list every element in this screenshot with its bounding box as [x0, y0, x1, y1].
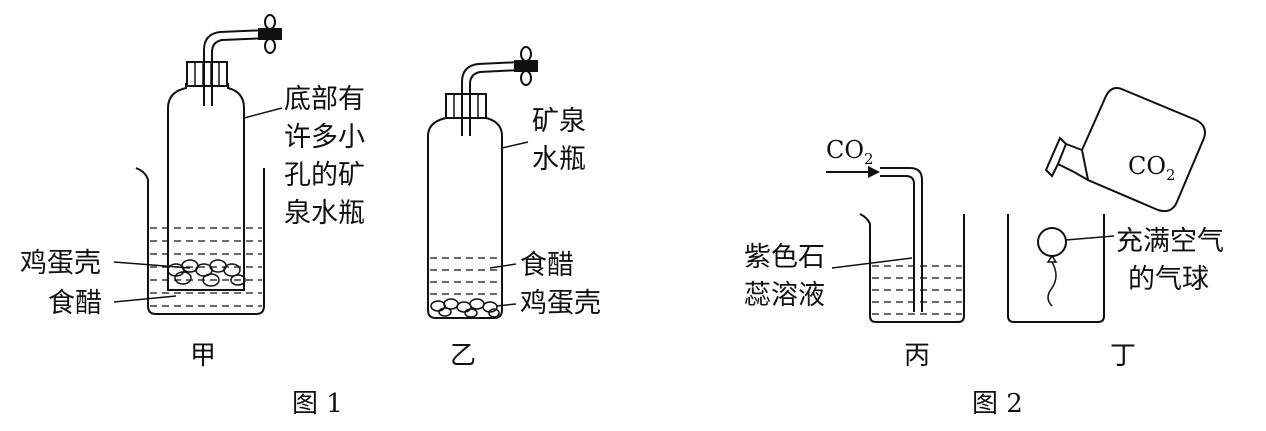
caption-ding: 丁	[1110, 341, 1136, 371]
litmus-label-line-1: 紫色石	[744, 242, 825, 273]
eggshell-label-jia: 鸡蛋壳	[20, 248, 101, 279]
balloon-label-line-1: 充满空气	[1116, 226, 1224, 257]
caption-jia: 甲	[190, 341, 216, 371]
bottle-label-yi-line-2: 水瓶	[532, 144, 586, 175]
beaker-bing	[859, 213, 965, 323]
beaker-ding	[1007, 214, 1105, 323]
air-balloon	[1037, 227, 1067, 307]
apparatus-bing: CO2 紫色石 蕊溶液 丙	[744, 136, 965, 371]
bottle-label-jia-line-3: 孔的矿	[284, 160, 365, 191]
apparatus-jia: 底部有 许多小 孔的矿 泉水瓶 鸡蛋壳 食醋 甲	[20, 14, 365, 371]
eggshell-label-yi: 鸡蛋壳	[520, 288, 601, 319]
bottle-cap-yi	[445, 93, 487, 119]
bottle-label-jia-line-4: 泉水瓶	[284, 198, 365, 229]
litmus-label-line-2: 蕊溶液	[744, 280, 825, 311]
vinegar-liquid-jia	[150, 227, 262, 307]
bottle-cap-jia	[186, 61, 228, 87]
vinegar-label-jia: 食醋	[48, 288, 102, 319]
figure-2-caption: 图 2	[972, 389, 1023, 419]
bottle-yi	[427, 113, 503, 319]
co2-gas-bottle	[1044, 87, 1206, 213]
vinegar-label-yi: 食醋	[520, 250, 574, 281]
bottle-jia	[167, 83, 245, 291]
beaker-jia	[135, 167, 265, 315]
clamp-yi	[514, 46, 538, 86]
bottle-label-yi-line-1: 矿泉	[532, 106, 586, 137]
co2-label-ding: CO2	[1128, 152, 1176, 184]
apparatus-ding: CO2 充满空气 的气球 丁	[1007, 87, 1224, 371]
figure-1-caption: 图 1	[292, 389, 343, 419]
tube-jia	[203, 29, 269, 106]
caption-yi: 乙	[450, 341, 476, 371]
co2-label-bing: CO2	[826, 136, 874, 168]
bottle-label-jia-line-2: 许多小	[284, 122, 365, 153]
bottle-label-jia-line-1: 底部有	[284, 84, 365, 115]
eggshells-jia	[167, 259, 246, 287]
balloon-label-line-2: 的气球	[1128, 264, 1209, 295]
litmus-solution-bing	[872, 265, 962, 315]
gas-tube-bing	[880, 167, 923, 312]
vinegar-liquid-yi	[430, 257, 500, 295]
clamp-jia	[258, 14, 282, 54]
tube-yi	[461, 61, 521, 136]
apparatus-yi: 矿泉 水瓶 食醋 鸡蛋壳 乙	[427, 46, 601, 371]
eggshells-yi	[430, 298, 500, 318]
caption-bing: 丙	[904, 341, 930, 371]
